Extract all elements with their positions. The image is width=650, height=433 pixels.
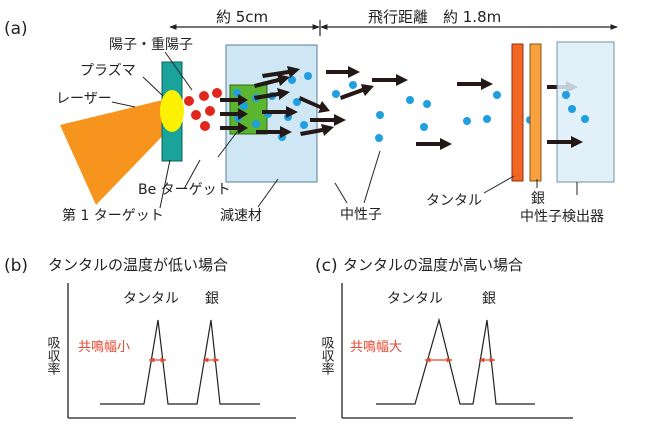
ion-particle (205, 106, 215, 116)
panel-b-tag: (b) (4, 256, 28, 276)
moderator-label: 減速材 (220, 207, 262, 224)
neutron-particle (304, 72, 312, 80)
panel-b-peak2-label: 銀 (205, 291, 219, 307)
panel-c-peak2-label: 銀 (482, 291, 496, 307)
flow-arrow (457, 78, 493, 90)
leader-lines (111, 51, 578, 209)
panel-c-absorption-curve (376, 317, 535, 405)
panel-b-absorption-curve (100, 319, 260, 405)
panel-b-width-note: 共鳴幅小 (78, 340, 130, 355)
flow-arrow (220, 94, 248, 106)
panel-a: (a) 約 5cm 飛行距離 約 1.8m (4, 8, 618, 225)
flow-arrow (547, 136, 583, 148)
neutron-particle (376, 111, 384, 119)
flow-arrow (372, 74, 408, 86)
ion-particle (200, 121, 210, 131)
panel-c-ylabel: 吸収率 (319, 336, 335, 375)
panel-c-tag: (c) (315, 256, 338, 276)
neutron-particle (252, 120, 260, 128)
silver-label: 銀 (531, 191, 545, 207)
flow-arrow (340, 84, 374, 100)
neutron-particle (349, 81, 357, 89)
first-target-label: 第 1 ターゲット (62, 207, 164, 224)
ion-particle (184, 96, 194, 106)
flow-arrow (310, 114, 346, 126)
ions-label: 陽子・重陽子 (109, 37, 193, 53)
panel-b-ylabel: 吸収率 (45, 336, 61, 375)
neutron-particle (568, 105, 576, 113)
arrow-group (220, 66, 583, 150)
flow-arrow (220, 108, 248, 120)
panel-b-peak1-label: タンタル (123, 291, 179, 307)
panel-c-peak1-label: タンタル (387, 291, 443, 307)
tantalum-plate (511, 43, 524, 182)
neutron-particle (493, 91, 501, 99)
neutron-particle (406, 96, 414, 104)
neutron-particle (375, 134, 383, 142)
laser-beam (60, 97, 175, 205)
panel-c-width-note: 共鳴幅大 (350, 340, 402, 355)
flow-arrow (326, 66, 360, 78)
neutron-particle (562, 91, 570, 99)
neutron-label: 中性子 (340, 207, 382, 223)
panel-c-title: タンタルの温度が高い場合 (343, 256, 523, 274)
neutron-particle (581, 115, 589, 123)
ion-particle (212, 88, 222, 98)
ion-group (184, 88, 222, 131)
neutron-particle (483, 115, 491, 123)
flow-arrow (254, 74, 290, 88)
flow-arrow (262, 66, 300, 78)
laser-label: レーザー (56, 91, 112, 107)
plasma-label: プラズマ (80, 63, 136, 79)
ion-particle (199, 91, 209, 101)
detector-label: 中性子検出器 (520, 209, 604, 225)
panel-c: (c) タンタルの温度が高い場合 吸収率 タンタル 銀 共鳴幅大 (315, 256, 573, 419)
ion-particle (191, 110, 201, 120)
be-target-label: Be ターゲット (138, 182, 231, 198)
neutron-detector (556, 41, 615, 183)
flow-arrow (299, 96, 330, 113)
neutron-particle (423, 100, 431, 108)
tantalum-label: タンタル (426, 193, 482, 209)
flow-arrow (416, 138, 452, 150)
panel-b-title: タンタルの温度が低い場合 (48, 256, 228, 274)
panel-a-tag: (a) (4, 19, 28, 39)
panel-b: (b) タンタルの温度が低い場合 吸収率 タンタル 銀 共鳴幅小 (4, 256, 296, 419)
neutron-particle (300, 121, 308, 129)
neutron-particle (332, 90, 340, 98)
neutron-particle (240, 102, 248, 110)
distance-short-label: 約 5cm (216, 8, 268, 26)
plasma (160, 90, 184, 132)
flow-arrow (256, 126, 292, 138)
flow-arrow (300, 124, 334, 136)
neutron-particle (463, 117, 471, 125)
silver-plate (529, 43, 542, 182)
neutron-particle (420, 123, 428, 131)
distance-long-label: 飛行距離 約 1.8m (368, 8, 501, 26)
flow-arrow (254, 88, 290, 100)
flow-arrow (262, 106, 298, 118)
flow-arrow (220, 122, 248, 134)
